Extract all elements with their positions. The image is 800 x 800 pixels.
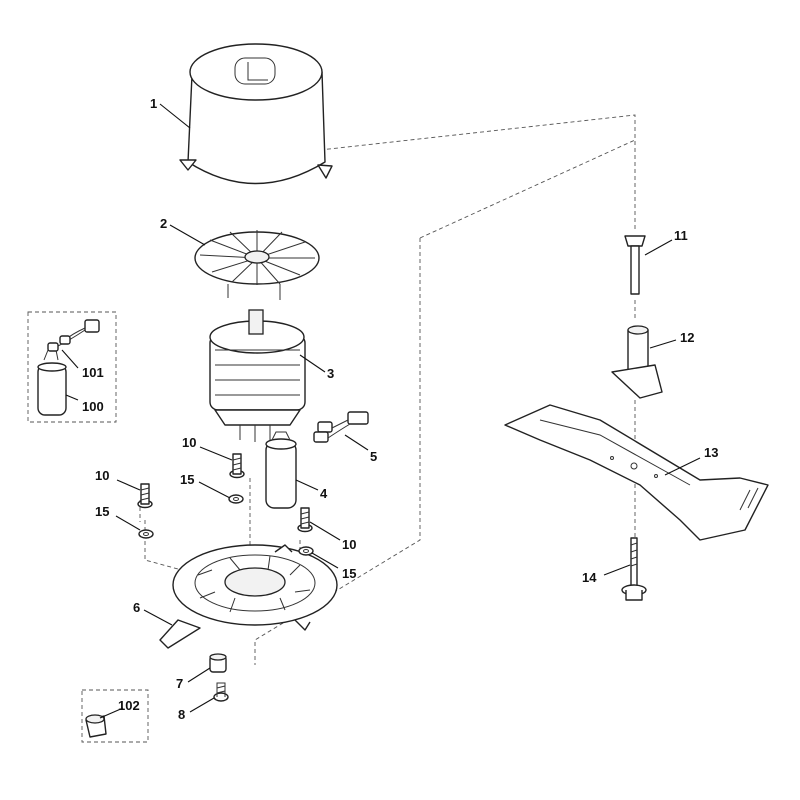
part-connector xyxy=(313,411,369,443)
callout-1: 1 xyxy=(150,96,157,111)
part-motor-cover xyxy=(179,43,333,185)
part-screw-10c xyxy=(297,507,313,533)
part-screw-8 xyxy=(213,682,229,702)
callout-5: 5 xyxy=(370,449,377,464)
callout-10b: 10 xyxy=(95,468,109,483)
callout-8: 8 xyxy=(178,707,185,722)
part-screw-10b xyxy=(137,483,153,509)
callout-labels: 1 2 3 4 5 6 7 8 10 10 10 15 15 15 11 12 … xyxy=(82,96,718,722)
part-washer-15c xyxy=(298,546,314,556)
callout-6: 6 xyxy=(133,600,140,615)
part-screw-10a xyxy=(229,453,245,479)
callout-101: 101 xyxy=(82,365,104,380)
callout-102: 102 xyxy=(118,698,140,713)
callout-100: 100 xyxy=(82,399,104,414)
part-capacitor xyxy=(265,431,297,509)
part-motor xyxy=(209,309,306,442)
part-blade xyxy=(504,404,769,541)
callout-14: 14 xyxy=(582,570,597,585)
callout-4: 4 xyxy=(320,486,328,501)
part-blade-bolt xyxy=(621,537,647,601)
callout-12: 12 xyxy=(680,330,694,345)
optional-parts-box-102 xyxy=(81,689,149,743)
part-blade-adapter xyxy=(611,325,663,399)
callout-10a: 10 xyxy=(182,435,196,450)
leader-lines xyxy=(61,103,701,719)
callout-11: 11 xyxy=(674,228,688,243)
callout-13: 13 xyxy=(704,445,718,460)
optional-parts-box-100-101 xyxy=(27,311,117,423)
part-fan xyxy=(194,230,320,300)
part-bushing xyxy=(209,653,227,673)
callout-2: 2 xyxy=(160,216,167,231)
callout-7: 7 xyxy=(176,676,183,691)
callout-10c: 10 xyxy=(342,537,356,552)
callout-3: 3 xyxy=(327,366,334,381)
part-pin xyxy=(624,235,646,295)
callout-15a: 15 xyxy=(180,472,194,487)
part-washer-15b xyxy=(138,529,154,539)
callout-15b: 15 xyxy=(95,504,109,519)
callout-15c: 15 xyxy=(342,566,356,581)
part-washer-15a xyxy=(228,494,244,504)
part-motor-base xyxy=(159,544,338,649)
